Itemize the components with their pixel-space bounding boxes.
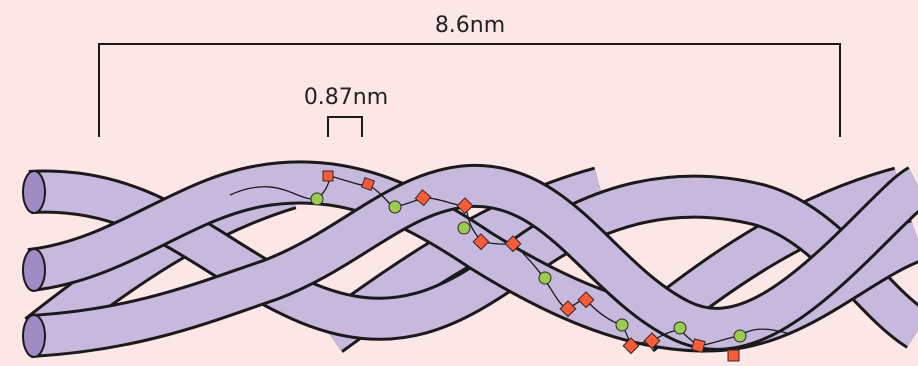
residue-square — [456, 197, 474, 215]
residue-square — [643, 332, 661, 350]
residue-square — [504, 235, 522, 253]
residue-square — [322, 170, 334, 182]
residue-square — [727, 349, 740, 362]
strand-end-caps — [22, 170, 46, 358]
residue-circle — [673, 321, 687, 335]
residue-square — [472, 233, 490, 251]
period-label: 8.6nm — [435, 13, 505, 38]
residue-circle — [538, 271, 552, 285]
residue-circle — [615, 318, 629, 332]
residue-circle — [733, 329, 747, 343]
residue-circle — [457, 221, 471, 235]
strand-3 — [28, 163, 918, 358]
residue-square — [691, 338, 706, 353]
residue-square — [577, 291, 595, 309]
residue-circle — [388, 200, 402, 214]
period-bracket — [98, 43, 841, 137]
strand-end-cap — [22, 248, 46, 292]
strand-end-cap — [22, 170, 46, 214]
residue-circle — [310, 192, 324, 206]
rise-bracket — [327, 116, 363, 137]
residue-square — [360, 176, 376, 192]
residue-square — [559, 300, 577, 318]
residue-square — [622, 337, 640, 355]
strand-end-cap — [22, 314, 46, 358]
residue-square — [414, 189, 432, 207]
residues — [310, 170, 747, 362]
rise-label: 0.87nm — [304, 85, 388, 110]
